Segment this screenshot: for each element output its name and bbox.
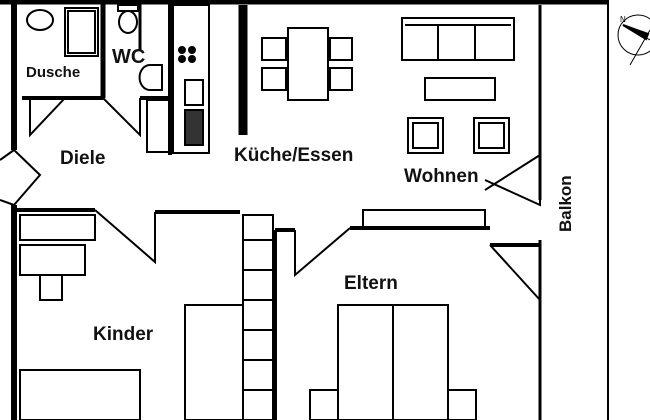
room-label-diele: Diele <box>60 148 106 169</box>
compass-icon <box>617 14 650 66</box>
room-label-kinder: Kinder <box>93 324 154 345</box>
room-label-eltern: Eltern <box>344 273 398 294</box>
room-label-wc: WC <box>112 46 146 68</box>
room-label-balkon: Balkon <box>556 175 575 232</box>
compass-north-label: N <box>620 15 626 24</box>
room-label-wohnen: Wohnen <box>404 166 479 187</box>
room-label-dusche: Dusche <box>26 64 81 81</box>
room-label-kueche-essen: Küche/Essen <box>234 145 354 166</box>
